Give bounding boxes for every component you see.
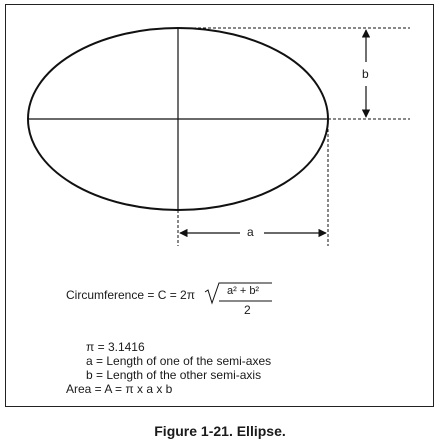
circumference-formula: Circumference = C = 2π bbox=[66, 288, 195, 302]
figure-frame bbox=[5, 4, 434, 407]
b-definition: b = Length of the other semi-axis bbox=[86, 368, 262, 382]
denominator-text: 2 bbox=[244, 303, 251, 317]
figure-caption: Figure 1-21. Ellipse. bbox=[154, 423, 286, 439]
square-root-symbol bbox=[204, 282, 272, 305]
b-dimension-label: b bbox=[359, 67, 372, 81]
area-formula: Area = A = π x a x b bbox=[66, 382, 173, 396]
a-definition: a = Length of one of the semi-axes bbox=[86, 354, 272, 368]
radicand-text: a² + b² bbox=[227, 285, 260, 297]
a-dimension-label: a bbox=[244, 225, 257, 239]
pi-definition: π = 3.1416 bbox=[86, 340, 145, 354]
